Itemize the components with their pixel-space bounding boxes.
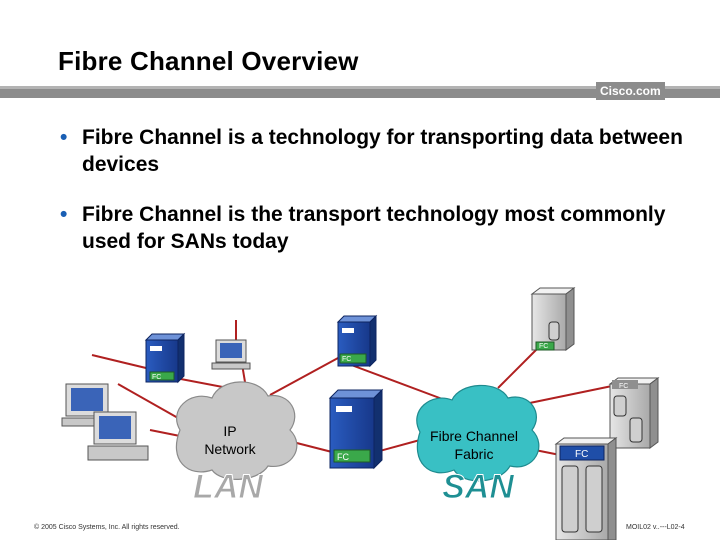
- slide-code: MOIL02 v..---L02-4: [626, 524, 685, 531]
- ip-cloud-label: Network: [204, 441, 256, 457]
- ip-network-cloud: LAN IP Network: [176, 382, 296, 506]
- workstation-icon: [212, 340, 250, 369]
- storage-array-icon: FC: [556, 438, 616, 540]
- storage-array-icon: FC: [532, 288, 574, 350]
- fc-tag-label: FC: [619, 383, 628, 390]
- link: [498, 348, 538, 388]
- server-icon: FC: [330, 390, 382, 468]
- server-icon: FC: [146, 334, 184, 382]
- fc-tag-label: FC: [575, 449, 588, 460]
- link: [520, 386, 612, 405]
- fc-fabric-cloud: SAN Fibre Channel Fabric: [417, 385, 539, 506]
- copyright-text: © 2005 Cisco Systems, Inc. All rights re…: [34, 524, 180, 531]
- fc-tag-label: FC: [152, 374, 161, 381]
- lan-watermark: LAN: [193, 468, 264, 506]
- link: [92, 355, 146, 368]
- link: [376, 440, 420, 452]
- link: [270, 358, 338, 395]
- san-watermark: SAN: [442, 468, 515, 506]
- fc-tag-label: FC: [342, 356, 351, 363]
- server-icon: FC: [338, 316, 376, 366]
- fc-cloud-label: Fibre Channel: [430, 428, 518, 444]
- fc-tag-label: FC: [539, 343, 548, 350]
- fc-tag-label: FC: [337, 452, 349, 462]
- ip-cloud-label: IP: [223, 423, 236, 439]
- fc-cloud-label: Fabric: [455, 446, 494, 462]
- workstation-icon: [88, 412, 148, 460]
